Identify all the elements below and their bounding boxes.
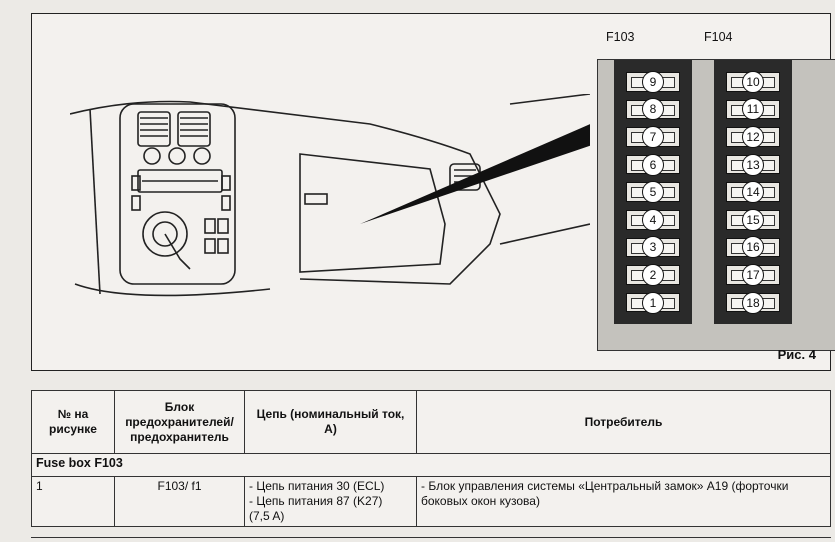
fuse-slot: 1 <box>620 289 686 317</box>
fuse-table: № на рисунке Блок предохранителей/ предо… <box>31 390 831 527</box>
fuse-slot: 15 <box>720 206 786 234</box>
dashboard-illustration <box>70 94 590 297</box>
fuse-number: 3 <box>642 236 664 259</box>
fuse-slot: 13 <box>720 151 786 179</box>
bottom-divider <box>31 537 831 538</box>
fuse-number: 8 <box>642 98 664 121</box>
fuse-slot: 8 <box>620 96 686 124</box>
fuse-number: 2 <box>642 263 664 286</box>
fuse-number: 7 <box>642 125 664 148</box>
fuse-number: 18 <box>742 291 764 314</box>
fuse-number: 13 <box>742 153 764 176</box>
col-header-fuse: Блок предохранителей/ предохранитель <box>114 390 245 454</box>
fusebox-f104-label: F104 <box>704 30 733 44</box>
fuse-slot: 16 <box>720 234 786 262</box>
fuse-slot: 12 <box>720 123 786 151</box>
fuse-number: 4 <box>642 208 664 231</box>
circuit-line: - Цепь питания 30 (ECL) <box>249 479 385 493</box>
col-header-number: № на рисунке <box>31 390 115 454</box>
fuse-number: 6 <box>642 153 664 176</box>
figure-caption: Рис. 4 <box>777 347 816 362</box>
figure-panel: F103 F104 9 8 7 6 5 4 3 2 1 10 11 12 13 14 15 16 17 18 Р… <box>31 13 835 371</box>
fuse-number: 15 <box>742 208 764 231</box>
fuse-number: 9 <box>642 70 664 93</box>
fuse-number: 10 <box>742 70 764 93</box>
fuse-slot: 10 <box>720 68 786 96</box>
fuse-column-f103: 9 8 7 6 5 4 3 2 1 <box>614 60 692 325</box>
fuse-number: 16 <box>742 236 764 259</box>
fusebox-f103-label: F103 <box>606 30 635 44</box>
fuse-slot: 2 <box>620 261 686 289</box>
table-header-row: № на рисунке Блок предохранителей/ предо… <box>31 390 831 454</box>
col-header-consumer: Потребитель <box>416 390 831 454</box>
fuse-slot: 11 <box>720 96 786 124</box>
col-header-circuit: Цепь (номинальный ток, А) <box>244 390 417 454</box>
circuit-line: (7,5 A) <box>249 509 285 523</box>
fuse-slot: 9 <box>620 68 686 96</box>
fuse-slot: 14 <box>720 178 786 206</box>
fuse-number: 5 <box>642 181 664 204</box>
fuse-column-f104: 10 11 12 13 14 15 16 17 18 <box>714 60 792 325</box>
row-fuse: F103/ f1 <box>114 476 245 527</box>
fuse-slot: 17 <box>720 261 786 289</box>
fuse-number: 14 <box>742 181 764 204</box>
fuse-number: 17 <box>742 263 764 286</box>
fuse-slot: 6 <box>620 151 686 179</box>
row-number: 1 <box>31 476 115 527</box>
fuse-number: 1 <box>642 291 664 314</box>
circuit-line: - Цепь питания 87 (K27) <box>249 494 383 508</box>
table-section-row: Fuse box F103 <box>31 453 831 477</box>
fuse-slot: 5 <box>620 178 686 206</box>
fuse-slot: 4 <box>620 206 686 234</box>
table-row: 1 F103/ f1 - Цепь питания 30 (ECL) - Цеп… <box>31 476 831 527</box>
fuse-box-diagram: 9 8 7 6 5 4 3 2 1 10 11 12 13 14 15 16 17 18 <box>597 59 835 351</box>
row-consumer: - Блок управления системы «Центральный з… <box>416 476 831 527</box>
fuse-slot: 18 <box>720 289 786 317</box>
fuse-number: 12 <box>742 125 764 148</box>
row-circuit: - Цепь питания 30 (ECL) - Цепь питания 8… <box>244 476 417 527</box>
fuse-slot: 7 <box>620 123 686 151</box>
fuse-number: 11 <box>742 98 764 121</box>
fuse-slot: 3 <box>620 234 686 262</box>
section-title: Fuse box F103 <box>31 453 831 477</box>
